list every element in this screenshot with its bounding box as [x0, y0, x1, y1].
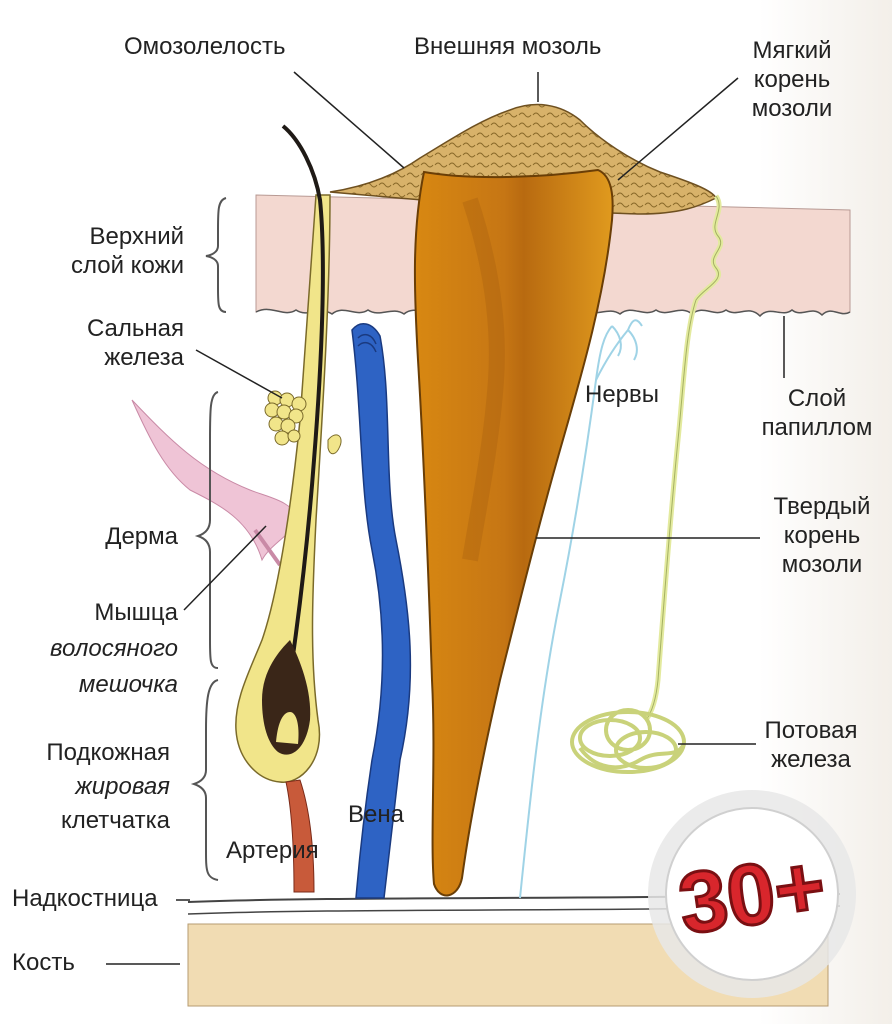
- label-subcutaneous-line-1: Подкожная: [46, 739, 170, 766]
- leader-lines: [106, 71, 785, 965]
- corn-dark-core: [462, 197, 505, 562]
- vein: [351, 323, 412, 899]
- label-subcutaneous-line-3: клетчатка: [60, 807, 170, 834]
- label-muscle-line-1: Мышца: [94, 599, 178, 626]
- label-muscle-line-2: волосяного: [50, 635, 178, 662]
- sweat-gland-coil: [570, 708, 686, 774]
- nerves: [519, 319, 643, 899]
- artery: [285, 779, 315, 893]
- label-muscle-line-3: мешочка: [78, 671, 178, 698]
- badge-text: 30+: [673, 837, 831, 952]
- label-subcutaneous-line-2: жировая: [75, 773, 170, 800]
- corn-hard-root: [413, 168, 614, 897]
- label-upper-skin: Верхний слой кожи: [70, 223, 184, 279]
- label-papillary-layer: Слой папиллом: [761, 385, 873, 441]
- label-artery: Артерия: [226, 837, 319, 864]
- badge-30-plus: 30+: [648, 790, 856, 998]
- hair-shaft: [281, 124, 325, 691]
- hair-bulb: [262, 640, 311, 755]
- label-soft-root: Мягкий корень мозоли: [751, 37, 833, 122]
- bracket-dermis: [194, 391, 219, 669]
- label-dermis: Дерма: [105, 523, 178, 550]
- label-periosteum: Надкостница: [12, 885, 158, 912]
- label-hard-root: Твердый корень мозоли: [773, 493, 871, 578]
- muscle-strand: [253, 528, 282, 567]
- sweat-duct-outline: [645, 195, 721, 721]
- label-callus: Омозолелость: [124, 33, 286, 60]
- small-gland: [327, 434, 342, 455]
- bracket-upper-skin: [205, 197, 227, 313]
- label-vein: Вена: [348, 801, 404, 828]
- label-outer-corn: Внешняя мозоль: [414, 33, 602, 60]
- label-nerves: Нервы: [585, 381, 660, 408]
- hair-papilla: [276, 712, 299, 744]
- bracket-subcutaneous: [190, 679, 219, 881]
- sebaceous-gland: [264, 390, 307, 446]
- vein-stripe: [357, 333, 377, 353]
- hair-follicle-muscle: [131, 399, 301, 562]
- label-sweat-gland: Потовая железа: [764, 717, 858, 773]
- label-bone: Кость: [12, 949, 75, 976]
- label-sebaceous-gland: Сальная железа: [86, 315, 184, 371]
